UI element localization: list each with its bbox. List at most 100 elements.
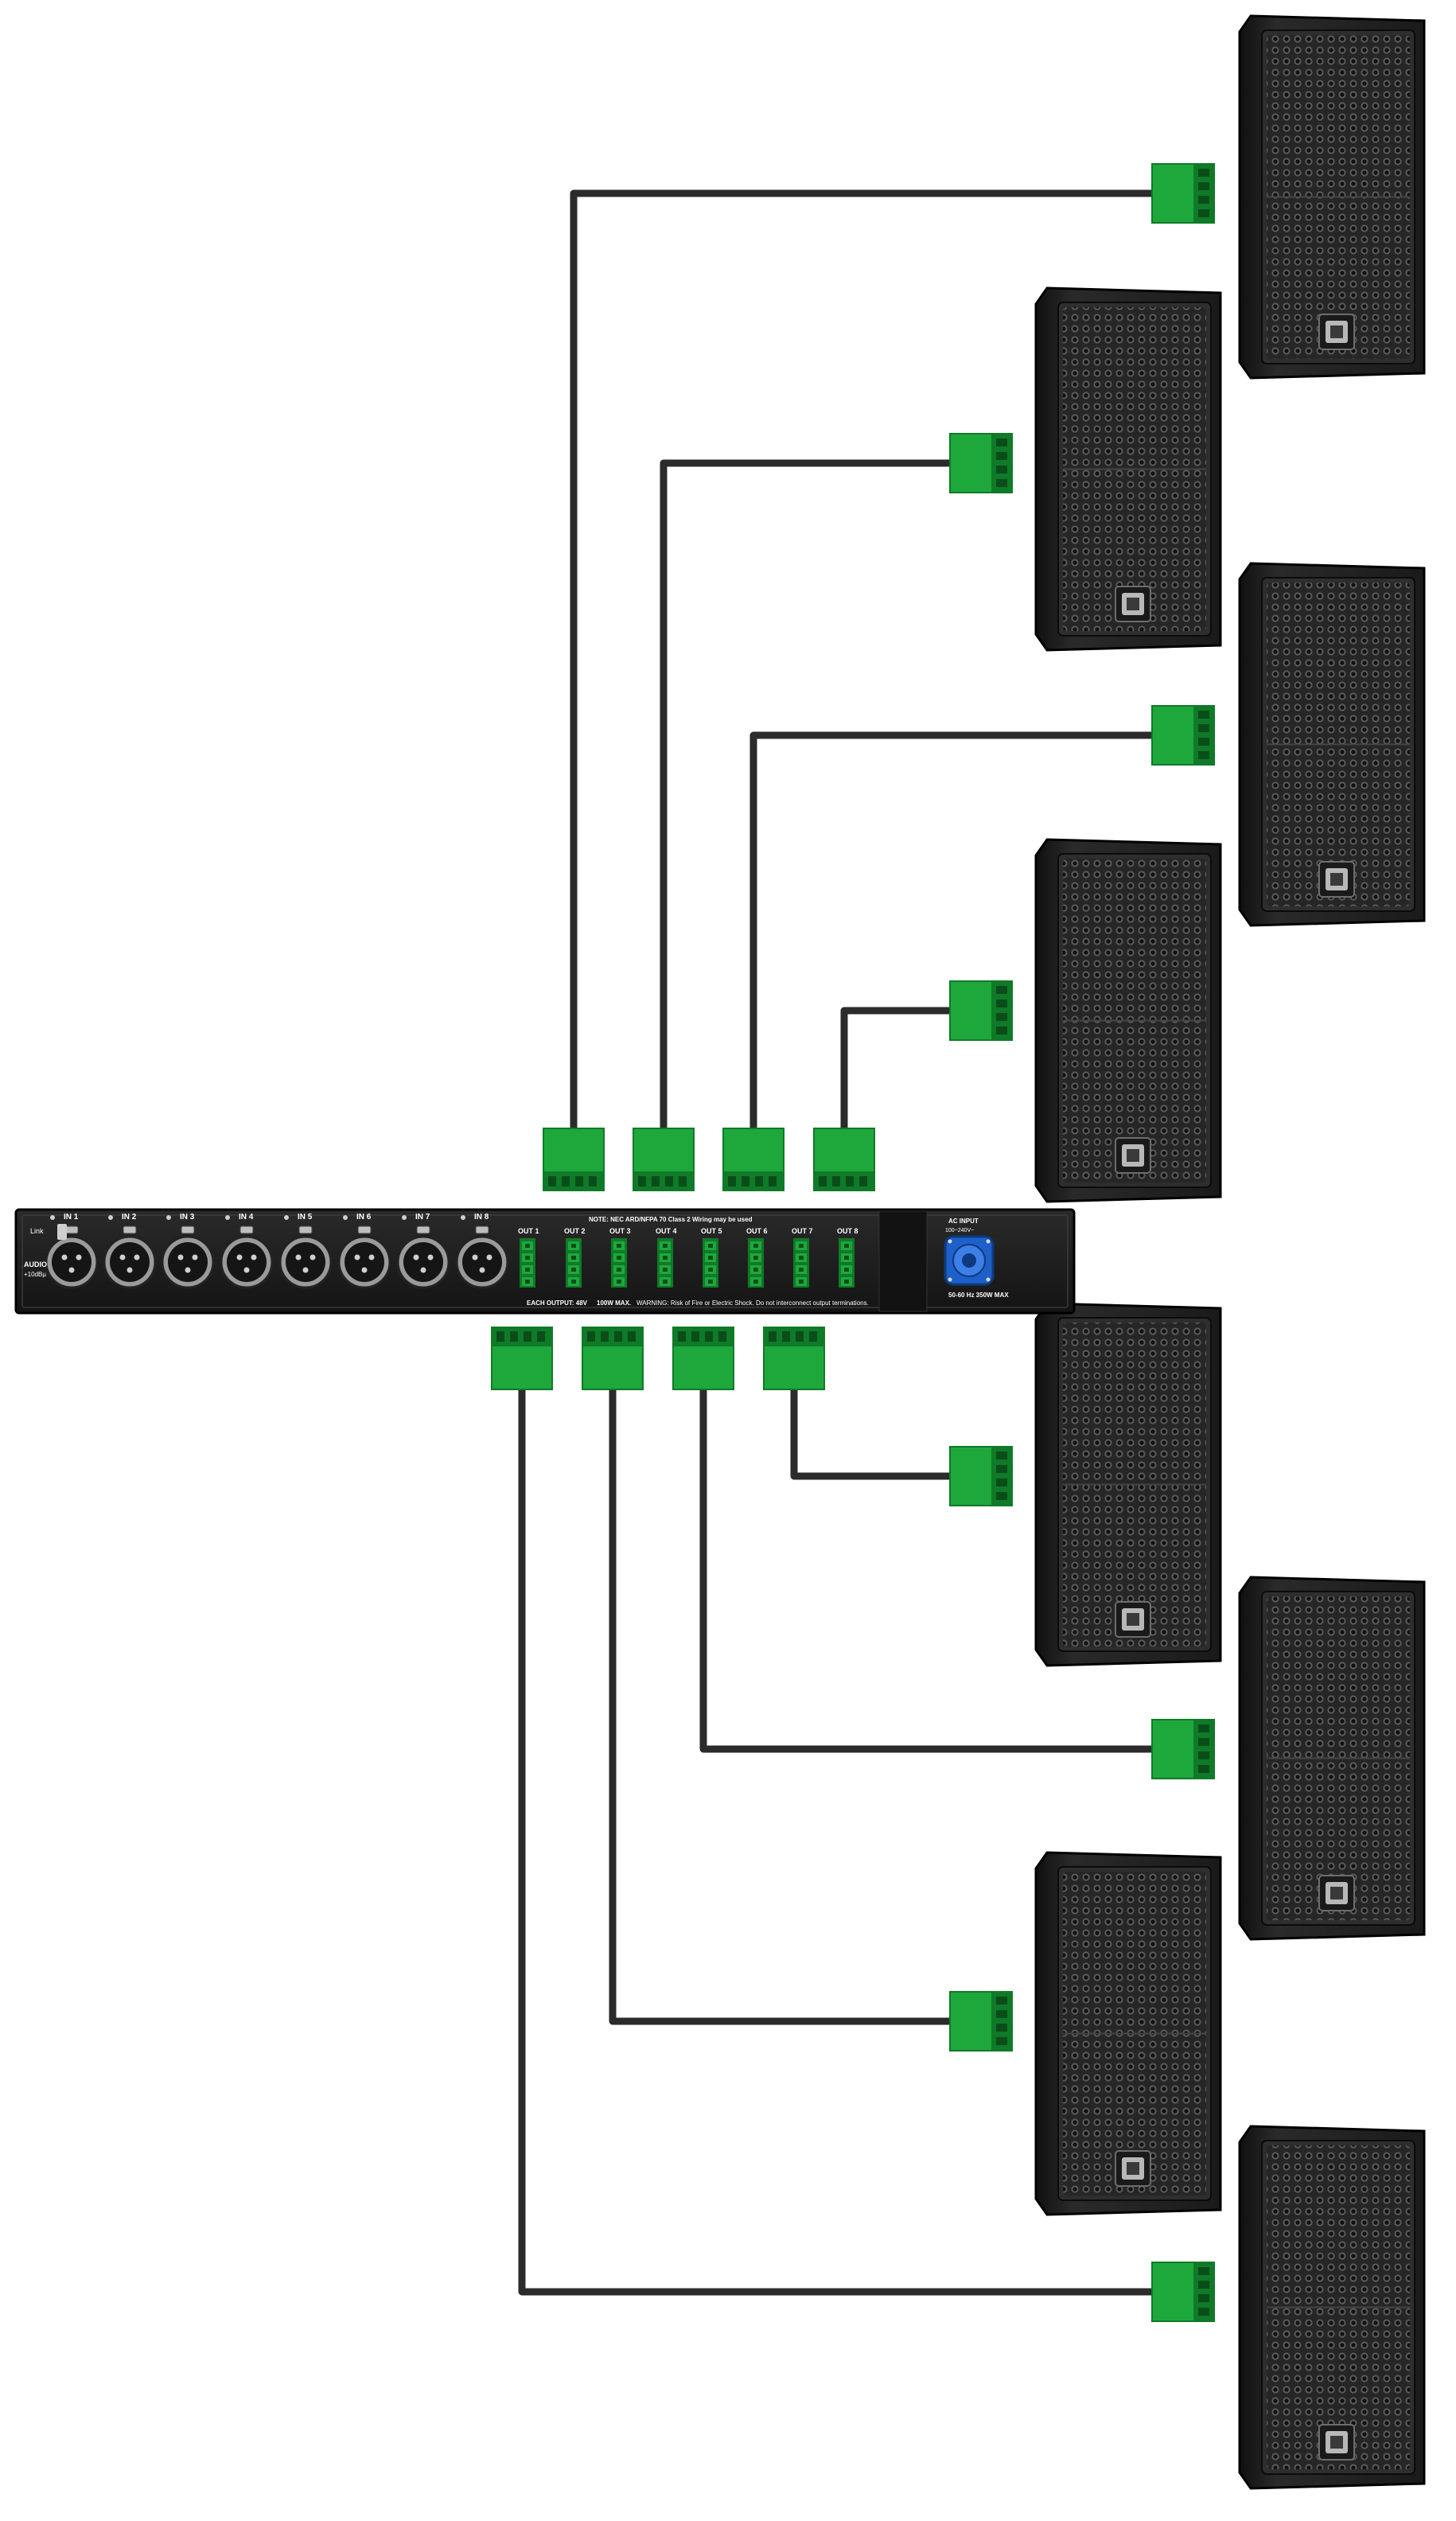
speaker-wire (699, 1349, 1158, 1753)
phoenix-connector-icon[interactable] (949, 1991, 1013, 2051)
speaker-logo-badge (1115, 1601, 1151, 1638)
input-label: IN 4 (239, 1213, 254, 1222)
speaker-wire (609, 1349, 956, 2025)
speaker-cabinet (1238, 562, 1426, 927)
speaker-grille-icon (1063, 859, 1206, 1183)
phoenix-connector-icon[interactable] (949, 433, 1013, 493)
phoenix-connector-icon[interactable] (813, 1128, 875, 1191)
input-label: IN 1 (64, 1213, 79, 1222)
xlr-input-connector-icon[interactable] (161, 1225, 215, 1289)
phoenix-output-terminal-icon[interactable] (703, 1238, 718, 1288)
input-led (108, 1215, 113, 1220)
phoenix-connector-icon[interactable] (582, 1327, 644, 1390)
max-power-label: 100W MAX. (597, 1299, 631, 1307)
speaker-logo-badge (1318, 1875, 1355, 1911)
phoenix-output-terminal-icon[interactable] (839, 1238, 855, 1288)
output-label: OUT 7 (792, 1227, 813, 1235)
phoenix-output-terminal-icon[interactable] (566, 1238, 582, 1288)
output-label: OUT 5 (701, 1227, 722, 1235)
speaker-cabinet (1034, 838, 1222, 1203)
powercon-inlet-icon[interactable] (944, 1235, 995, 1286)
phoenix-connector-icon[interactable] (1151, 163, 1215, 224)
audio-label: AUDIO (24, 1260, 47, 1268)
ac-voltage-label: 100~240V~ (945, 1228, 974, 1233)
amplifier-rear-panel: IN 1 IN 2 IN 3 IN 4 IN 5 IN 6 IN 7 IN 8 OUT 1 OU… (14, 1208, 1076, 1315)
speaker-cabinet (1034, 286, 1222, 652)
xlr-input-connector-icon[interactable] (103, 1225, 157, 1289)
speaker-grille-icon (1063, 1872, 1206, 2196)
phoenix-output-terminal-icon[interactable] (520, 1238, 535, 1288)
speaker-cabinet (1238, 1576, 1426, 1941)
phoenix-connector-icon[interactable] (763, 1327, 825, 1390)
phoenix-connector-icon[interactable] (491, 1327, 553, 1390)
output-label: OUT 3 (609, 1227, 631, 1235)
speaker-logo-badge (1115, 2150, 1151, 2187)
input-led (461, 1215, 465, 1220)
input-label: IN 2 (122, 1213, 137, 1222)
input-label: IN 7 (415, 1213, 430, 1222)
input-led (284, 1215, 289, 1220)
warning-label: WARNING: Risk of Fire or Electric Shock.… (637, 1299, 869, 1307)
speaker-grille-icon (1267, 1596, 1410, 1920)
ac-frequency-label: 50-60 Hz 350W MAX (948, 1292, 1009, 1299)
output-label: OUT 2 (564, 1227, 586, 1235)
speaker-wire (518, 1349, 1158, 2296)
input-led (50, 1215, 55, 1220)
speaker-wire (840, 1007, 956, 1134)
phoenix-output-terminal-icon[interactable] (748, 1238, 764, 1288)
speaker-wire (790, 1349, 956, 1480)
speaker-cabinet (1034, 1851, 1222, 2216)
input-label: IN 3 (180, 1213, 195, 1222)
phoenix-connector-icon[interactable] (1151, 1719, 1215, 1779)
phoenix-connector-icon[interactable] (543, 1128, 605, 1191)
phoenix-connector-icon[interactable] (722, 1128, 784, 1191)
input-led (343, 1215, 348, 1220)
xlr-input-connector-icon[interactable] (45, 1225, 99, 1289)
class2-note: NOTE: NEC ARD/NFPA 70 Class 2 Wiring may… (589, 1216, 753, 1223)
phoenix-connector-icon[interactable] (672, 1327, 734, 1390)
speaker-grille-icon (1063, 307, 1206, 631)
phoenix-output-terminal-icon[interactable] (657, 1238, 673, 1288)
xlr-input-connector-icon[interactable] (396, 1225, 450, 1289)
input-led (402, 1215, 407, 1220)
speaker-logo-badge (1318, 861, 1355, 898)
speaker-wires (518, 189, 1158, 2296)
speaker-grille-icon (1267, 583, 1410, 906)
speaker-wire (570, 189, 1158, 1134)
speakers (1034, 14, 1426, 2490)
phoenix-connector-icon[interactable] (1151, 705, 1215, 766)
speaker-grille-icon (1063, 1323, 1206, 1646)
speaker-grille-icon (1267, 35, 1410, 359)
xlr-input-connector-icon[interactable] (220, 1225, 274, 1289)
phoenix-connector-icon[interactable] (633, 1128, 695, 1191)
input-label: IN 8 (474, 1213, 489, 1222)
phoenix-output-terminal-icon[interactable] (793, 1238, 809, 1288)
link-label: Link (30, 1227, 44, 1235)
output-label: OUT 6 (746, 1227, 768, 1235)
speaker-cabinet (1238, 14, 1426, 380)
input-label: IN 6 (356, 1213, 372, 1222)
xlr-input-connector-icon[interactable] (337, 1225, 391, 1289)
speaker-logo-badge (1115, 1137, 1151, 1174)
speaker-logo-badge (1318, 314, 1355, 350)
output-label: OUT 1 (518, 1227, 539, 1235)
output-connectors (491, 163, 1215, 2322)
audio-sub-label: +10dBµ (24, 1271, 46, 1278)
phoenix-connector-icon[interactable] (1151, 2262, 1215, 2322)
speaker-logo-badge (1115, 586, 1151, 622)
link-switch[interactable] (57, 1224, 67, 1240)
output-label: OUT 8 (837, 1227, 858, 1235)
each-output-label: EACH OUTPUT: 48V (527, 1299, 588, 1307)
input-led (166, 1215, 171, 1220)
input-section: IN 1 IN 2 IN 3 IN 4 IN 5 IN 6 IN 7 IN 8 (45, 1213, 509, 1289)
phoenix-output-terminal-icon[interactable] (611, 1238, 627, 1288)
input-led (225, 1215, 230, 1220)
xlr-input-connector-icon[interactable] (278, 1225, 333, 1289)
input-label: IN 5 (298, 1213, 313, 1222)
ac-input-label: AC INPUT (948, 1218, 979, 1225)
phoenix-connector-icon[interactable] (949, 1446, 1013, 1506)
phoenix-connector-icon[interactable] (949, 980, 1013, 1041)
xlr-input-connector-icon[interactable] (455, 1225, 509, 1289)
